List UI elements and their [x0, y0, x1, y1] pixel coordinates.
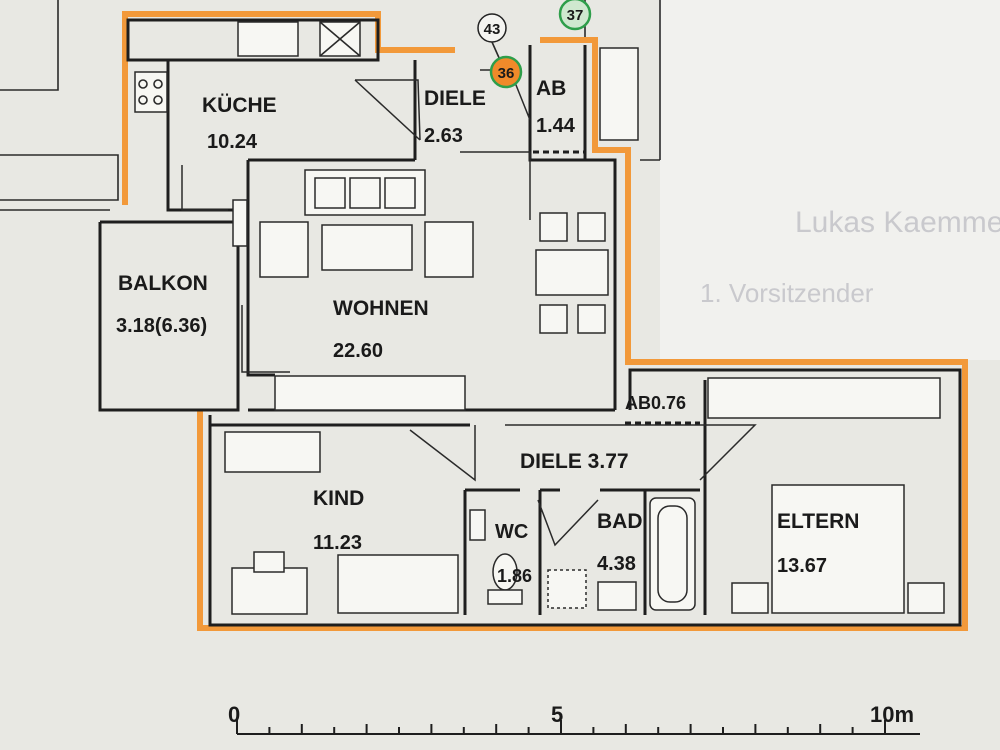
paper-overlay — [660, 0, 1000, 360]
bath-sink — [597, 581, 637, 611]
shower-drain — [547, 569, 587, 609]
eltern-furniture — [707, 377, 945, 614]
marker-43-label: 43 — [484, 21, 501, 38]
armchair-left — [259, 221, 309, 278]
coffee-table — [321, 224, 413, 271]
room-wohnen-area: 22.60 — [333, 340, 383, 362]
wardrobe — [599, 47, 639, 141]
living-furniture — [259, 169, 609, 411]
wardrobe-eltern — [707, 377, 941, 419]
room-wc-name: WC — [495, 521, 528, 543]
room-diele-mid-label: DIELE 3.77 — [520, 450, 629, 473]
sink — [237, 21, 299, 57]
bath-fixtures — [469, 497, 696, 611]
double-bed — [771, 484, 905, 614]
room-balkon-area: 3.18(6.36) — [116, 315, 207, 337]
room-ab-top-name: AB — [536, 77, 566, 100]
kind-furniture — [224, 431, 459, 615]
dining-table — [535, 249, 609, 296]
room-diele-top-name: DIELE — [424, 87, 486, 110]
room-ab-mid-label: AB0.76 — [625, 393, 686, 413]
armchair-right — [424, 221, 474, 278]
scale-label-5: 5 — [551, 702, 563, 727]
room-balkon-name: BALKON — [118, 272, 208, 295]
scale-bar: 0 5 10m — [228, 702, 920, 735]
room-bad-area: 4.38 — [597, 553, 636, 575]
nightstand-right — [907, 582, 945, 614]
chair — [253, 551, 285, 573]
room-kind-name: KIND — [313, 487, 364, 510]
room-eltern-name: ELTERN — [777, 510, 859, 533]
sideboard — [274, 375, 466, 411]
room-kueche-name: KÜCHE — [202, 94, 277, 117]
room-wohnen-name: WOHNEN — [333, 297, 429, 320]
room-eltern-area: 13.67 — [777, 555, 827, 577]
room-kind-area: 11.23 — [313, 532, 362, 554]
marker-36 — [489, 55, 523, 89]
apartment-outline — [122, 11, 968, 631]
shelf — [224, 431, 321, 473]
desk — [231, 567, 308, 615]
room-ab-top-area: 1.44 — [536, 115, 576, 137]
room-labels: KÜCHE 10.24 DIELE 2.63 AB 1.44 BALKON 3.… — [116, 77, 859, 586]
marker-37 — [558, 0, 592, 31]
marker-36-label: 36 — [498, 65, 515, 82]
background-name-text: Lukas Kaemmerer — [795, 206, 1000, 239]
scale-label-0: 0 — [228, 702, 240, 727]
marker-37-label: 37 — [567, 7, 584, 24]
wc-sink — [469, 509, 486, 541]
room-kueche-area: 10.24 — [207, 131, 258, 153]
kitchen-fixtures — [134, 21, 361, 113]
background-title-text: 1. Vorsitzender — [700, 278, 874, 308]
room-bad-name: BAD — [597, 510, 643, 533]
neighbour-lines — [0, 0, 661, 211]
room-wc-area: 1.86 — [497, 566, 532, 586]
stove — [134, 71, 168, 113]
room-diele-top-area: 2.63 — [424, 125, 463, 147]
scale-label-10m: 10m — [870, 702, 914, 727]
child-bed — [337, 554, 459, 614]
nightstand-left — [731, 582, 769, 614]
markers: 43 36 37 — [477, 0, 592, 89]
